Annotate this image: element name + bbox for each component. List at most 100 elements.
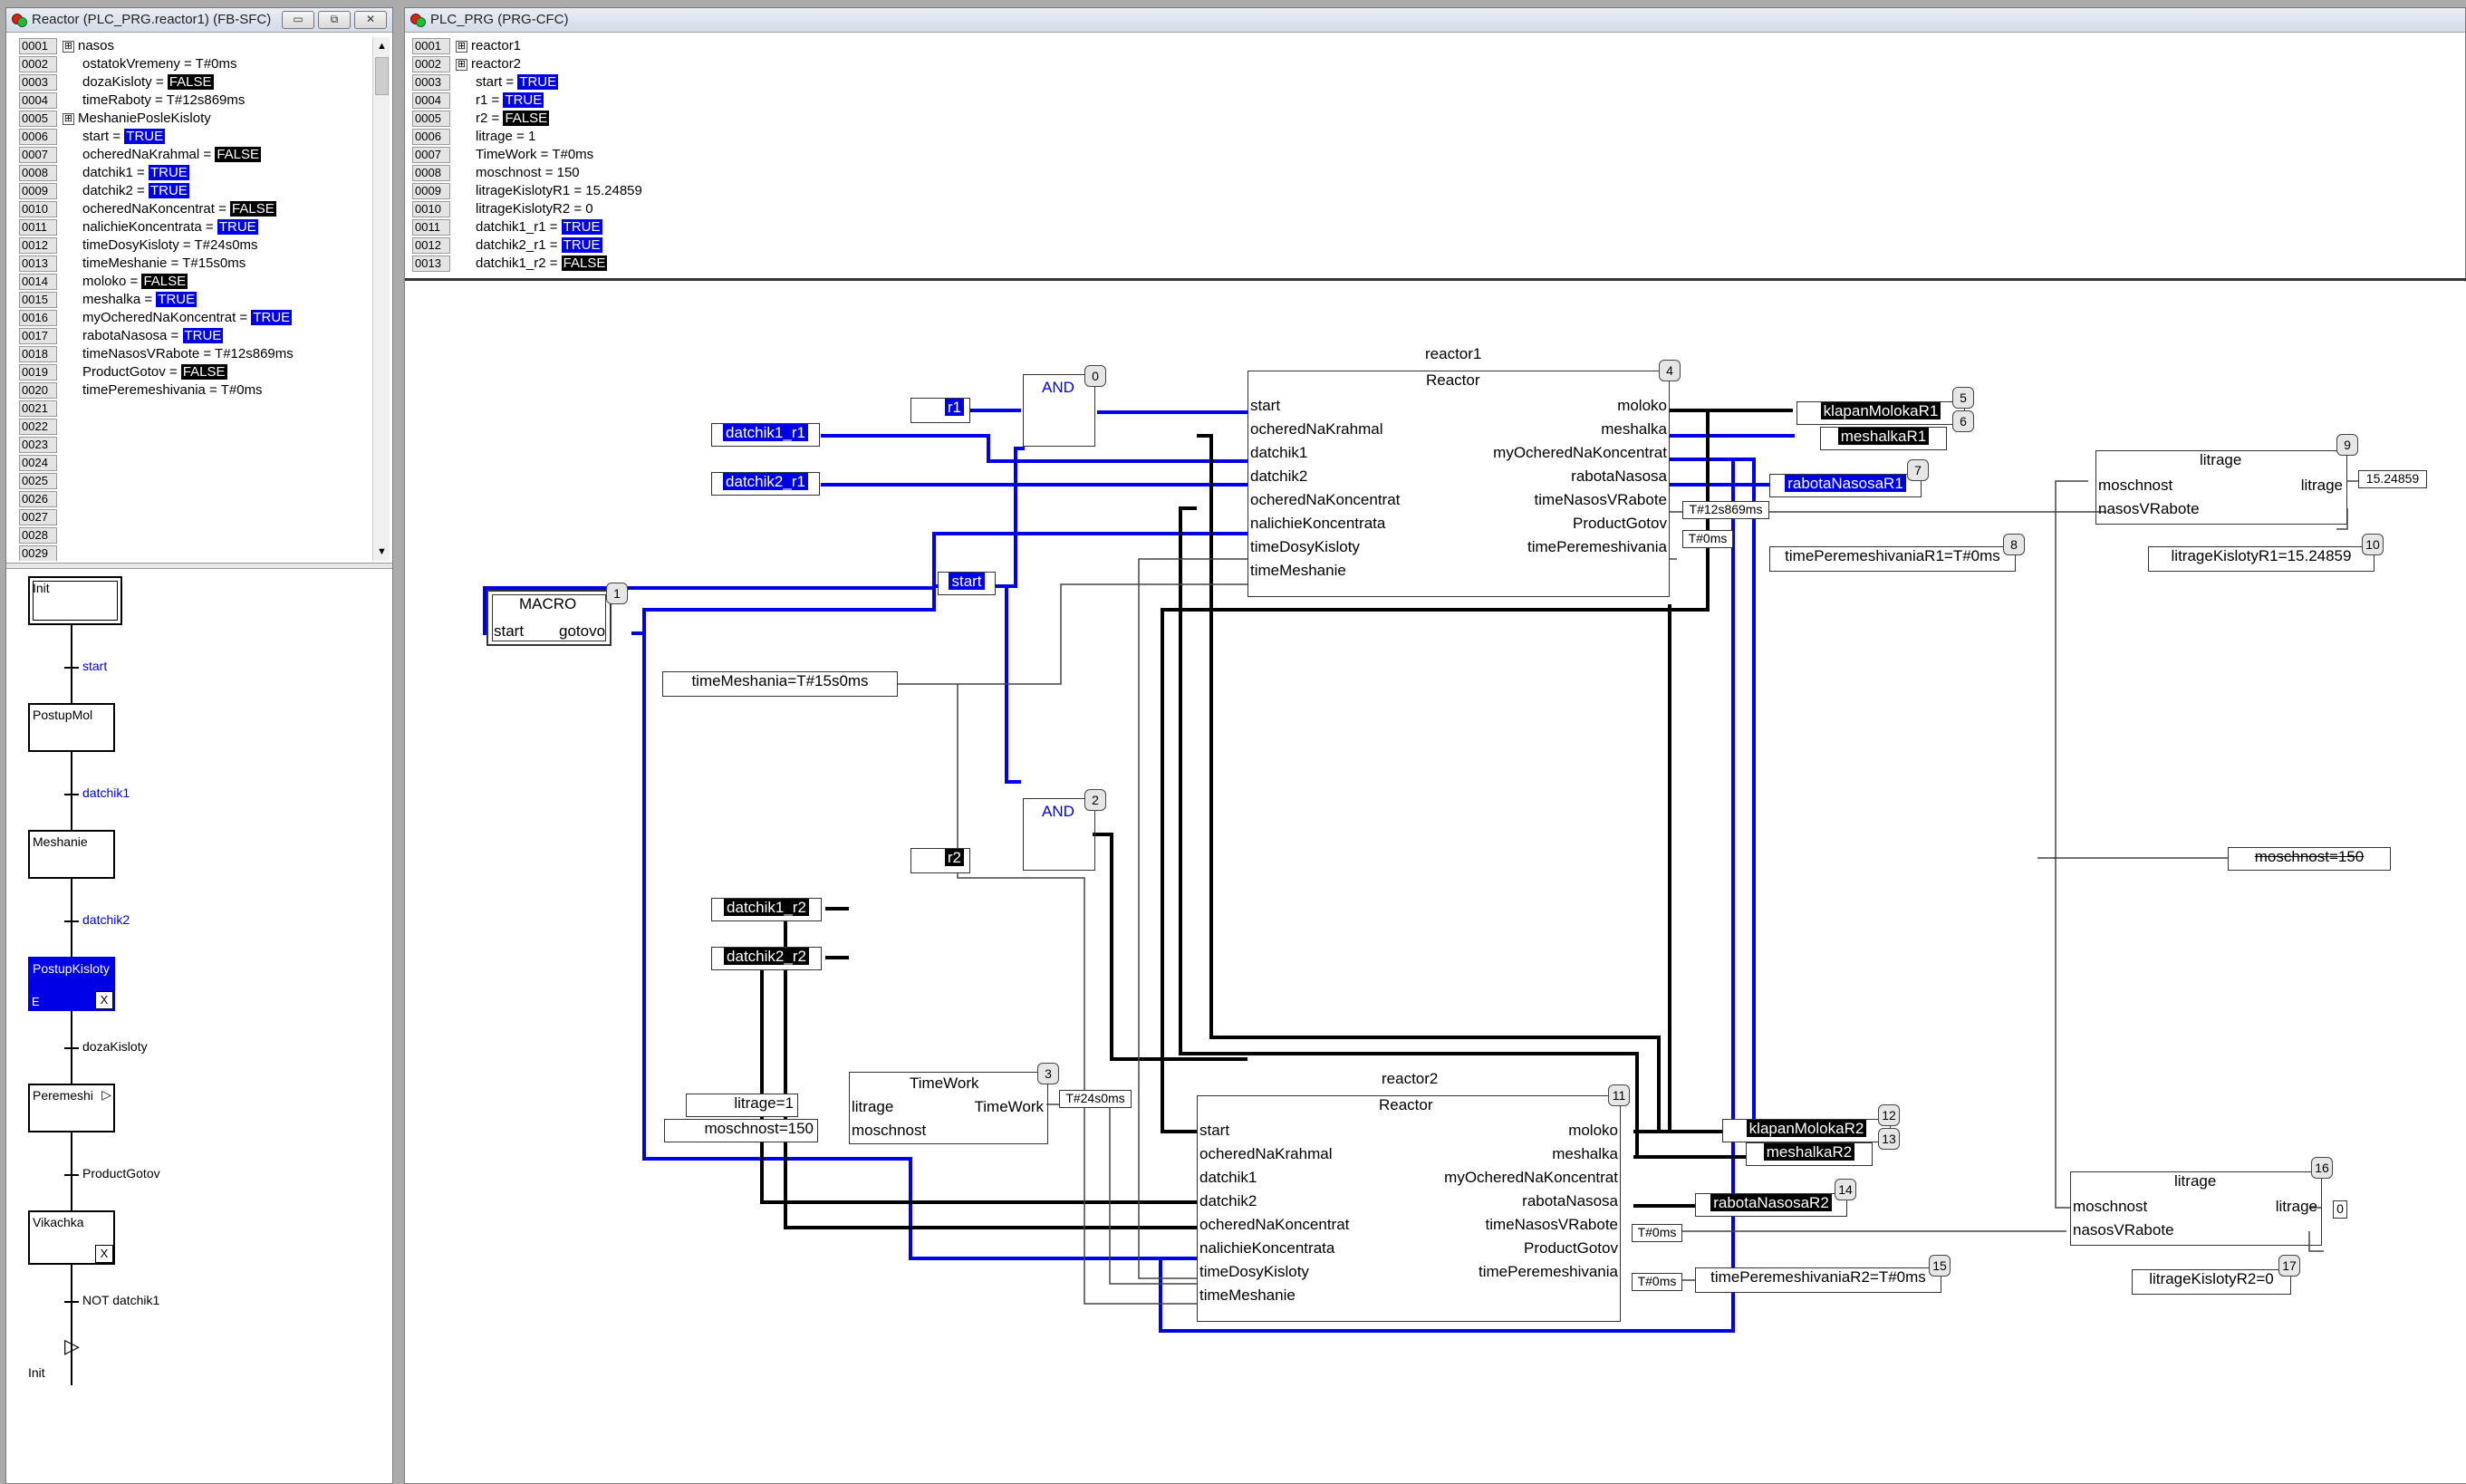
variable-row[interactable]: 0001⊞nasos (19, 37, 372, 55)
variable-row[interactable]: 0023 (19, 436, 372, 454)
block-input-pin[interactable]: start (1199, 1122, 1230, 1139)
input-moschnost-150[interactable]: moschnost=150 (664, 1119, 818, 1142)
variable-row[interactable]: 0022 (19, 418, 372, 436)
input-moschnost-150-b[interactable]: moschnost=150 (2228, 847, 2391, 871)
block-output-pin[interactable]: ProductGotov (1573, 515, 1667, 532)
pane-divider[interactable] (405, 278, 2466, 281)
block-input-pin[interactable]: ocheredNaKrahmal (1250, 420, 1383, 438)
block-output-pin[interactable]: myOcheredNaKoncentrat (1493, 444, 1667, 461)
output-rabotanasosar2[interactable]: rabotaNasosaR2 (1695, 1193, 1847, 1217)
output-litragekislotyr1[interactable]: litrageKislotyR1=15.24859 (2148, 546, 2374, 572)
sfc-step-vikachka[interactable]: Vikachka X (28, 1210, 115, 1265)
input-datchik2-r2[interactable]: datchik2_r2 (711, 947, 822, 970)
sfc-step-peremeshi[interactable]: Peremeshi ▷ (28, 1084, 115, 1132)
output-meshalkar2[interactable]: meshalkaR2 (1746, 1142, 1873, 1166)
block-input-pin[interactable]: ocheredNaKoncentrat (1250, 491, 1401, 508)
sfc-transition-dozakisloty[interactable]: dozaKisloty (82, 1039, 148, 1054)
pane-splitter[interactable] (6, 563, 392, 569)
sfc-transition-start[interactable]: start (82, 659, 108, 673)
sfc-transition-not-datchik1[interactable]: NOT datchik1 (82, 1293, 160, 1307)
expand-icon[interactable]: ⊞ (63, 40, 74, 53)
input-datchik2-r1[interactable]: datchik2_r1 (711, 472, 820, 496)
timework-block[interactable]: TimeWork litrage moschnost TimeWork (849, 1072, 1048, 1144)
and-block-0[interactable]: AND (1023, 374, 1095, 447)
litrage-block-2[interactable]: litrage moschnost nasosVRabote litrage (2070, 1171, 2322, 1246)
output-timeperemeshivaniar2[interactable]: timePeremeshivaniaR2=T#0ms (1695, 1267, 1941, 1293)
block-input-pin[interactable]: datchik1 (1199, 1169, 1257, 1186)
block-output-pin[interactable]: meshalka (1601, 420, 1667, 438)
input-timemeshania[interactable]: timeMeshania=T#15s0ms (662, 671, 898, 697)
block-output-pin[interactable]: moloko (1617, 397, 1667, 414)
variable-row[interactable]: 0021 (19, 400, 372, 418)
expand-icon[interactable]: ⊞ (63, 112, 74, 125)
scroll-thumb[interactable] (375, 57, 389, 95)
input-start[interactable]: start (938, 572, 996, 595)
output-timeperemeshivaniar1[interactable]: timePeremeshivaniaR1=T#0ms (1769, 546, 2016, 572)
block-input-pin[interactable]: timeDosyKisloty (1250, 538, 1360, 555)
variable-row[interactable]: 0005⊞MeshaniePosleKisloty (19, 110, 372, 128)
sfc-step-meshanie[interactable]: Meshanie (28, 830, 115, 879)
variable-row[interactable]: 0025 (19, 472, 372, 490)
and-block-2[interactable]: AND (1023, 798, 1095, 871)
output-meshalkar1[interactable]: meshalkaR1 (1820, 427, 1947, 450)
block-output-pin[interactable]: timeNasosVRabote (1485, 1216, 1618, 1233)
block-output-pin[interactable]: rabotaNasosa (1571, 467, 1667, 485)
close-button[interactable]: ✕ (354, 11, 387, 29)
sfc-transition-datchik1[interactable]: datchik1 (82, 785, 130, 800)
input-r1[interactable]: r1 (910, 398, 970, 423)
sfc-window-titlebar[interactable]: Reactor (PLC_PRG.reactor1) (FB-SFC) ▭ ⧉ … (6, 8, 392, 33)
input-r2[interactable]: r2 (910, 848, 970, 873)
variable-row[interactable]: 0001⊞reactor1 (412, 37, 956, 55)
expand-icon[interactable]: ⊞ (456, 58, 467, 71)
block-input-pin[interactable]: datchik2 (1199, 1192, 1257, 1209)
sfc-step-init[interactable]: Init (28, 576, 122, 625)
variable-row[interactable]: 0024 (19, 454, 372, 472)
variable-row[interactable]: 0002⊞reactor2 (412, 55, 956, 73)
restore-button[interactable]: ⧉ (318, 11, 351, 29)
block-input-pin[interactable]: ocheredNaKoncentrat (1199, 1216, 1350, 1233)
scroll-up-icon[interactable]: ▲ (377, 41, 387, 52)
variable-row[interactable]: 0026 (19, 490, 372, 508)
variable-row[interactable]: 0027 (19, 508, 372, 526)
input-datchik1-r2[interactable]: datchik1_r2 (711, 898, 822, 921)
block-input-pin[interactable]: start (1250, 397, 1281, 414)
sfc-transition-productgotov[interactable]: ProductGotov (82, 1166, 160, 1180)
output-klapanmolokar1[interactable]: klapanMolokaR1 (1797, 401, 1965, 425)
block-input-pin[interactable]: datchik2 (1250, 467, 1308, 485)
block-input-pin[interactable]: datchik1 (1250, 444, 1308, 461)
block-output-pin[interactable]: timeNasosVRabote (1534, 491, 1667, 508)
block-input-pin[interactable]: timeDosyKisloty (1199, 1263, 1309, 1280)
sfc-transition-datchik2[interactable]: datchik2 (82, 912, 130, 927)
variable-row[interactable]: 0028 (19, 526, 372, 544)
vertical-scrollbar[interactable]: ▲ ▼ (372, 37, 390, 561)
scroll-down-icon[interactable]: ▼ (377, 546, 387, 557)
block-input-pin[interactable]: ocheredNaKrahmal (1199, 1145, 1333, 1162)
macro-block[interactable]: MACRO start gotovo (486, 590, 612, 646)
block-input-pin[interactable]: nalichieKoncentrata (1199, 1239, 1335, 1257)
block-output-pin[interactable]: rabotaNasosa (1522, 1192, 1618, 1209)
block-output-pin[interactable]: ProductGotov (1524, 1239, 1618, 1257)
